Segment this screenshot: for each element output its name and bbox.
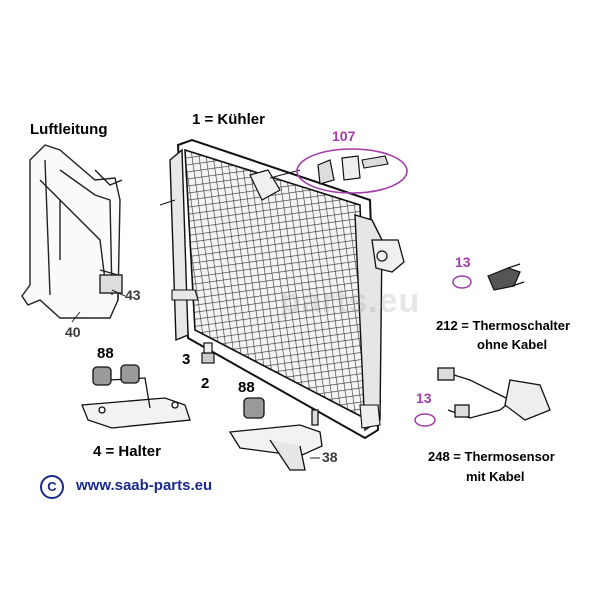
bracket-left-drawing [81,364,191,429]
label-radiator: 1 = Kühler [192,111,265,128]
watermark-text: parts.eu [280,282,421,320]
label-bracket: 4 = Halter [93,443,161,460]
air-duct-drawing [21,144,123,319]
label-part-2: 2 [201,375,210,392]
label-part-88-right: 88 [238,379,255,396]
label-thermo-switch-line1: 212 = Thermoschalter [436,318,571,333]
website-url: www.saab-parts.eu [76,477,213,494]
label-air-duct: Luftleitung [30,121,108,138]
label-part-13-bottom: 13 [416,390,432,406]
label-part-38: 38 [322,449,338,465]
label-part-3: 3 [182,351,191,368]
label-part-43: 43 [125,287,141,303]
part-107-drawing [296,148,408,194]
thermo-switch-drawing [452,263,525,291]
label-part-88-left: 88 [97,345,114,362]
copyright-icon: C [40,475,64,499]
label-part-13-top: 13 [455,254,471,270]
label-part-107: 107 [332,128,356,144]
bracket-right-drawing [228,397,323,471]
label-thermo-switch-line2: ohne Kabel [477,337,548,352]
radiator-drawing [159,138,405,440]
label-thermo-sensor-line2: mit Kabel [466,469,525,484]
label-part-40: 40 [65,324,81,340]
label-thermo-sensor-line1: 248 = Thermosensor [428,449,555,464]
fastener-drawing [201,342,215,364]
leader-lines [71,289,320,459]
thermo-sensor-drawing [414,367,551,427]
